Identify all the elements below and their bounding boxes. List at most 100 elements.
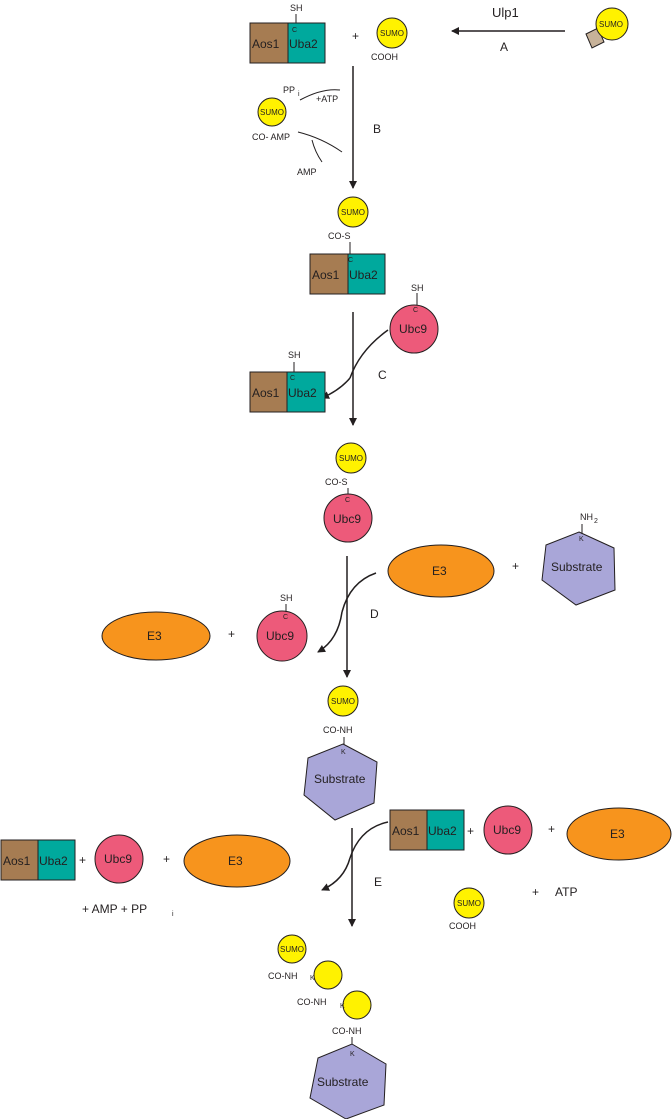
substrate-label: Substrate [551, 560, 603, 574]
e3-released-d: E3 [101, 611, 211, 661]
pp-subscript: i [298, 91, 300, 98]
poly-sumoylated-substrate: SUMO CO-NH K CO-NH K CO-NH Substrate K [268, 934, 387, 1119]
pp-subscript: i [172, 911, 174, 918]
e3-label: E3 [228, 854, 243, 868]
plus-sign: + [548, 822, 555, 836]
ubc9-released-d: Ubc9 SH C [256, 593, 308, 662]
lysine-label: K [579, 536, 584, 543]
step-b-label: B [373, 122, 381, 136]
thiol-label: SH [290, 3, 303, 13]
sumo-amp-intermediate: SUMO CO- AMP AMP [252, 97, 343, 177]
sumo-label: SUMO [331, 697, 355, 706]
amine-label: NH [580, 512, 593, 522]
sumo-label: SUMO [380, 29, 404, 38]
ubc9-label: Ubc9 [493, 823, 521, 837]
e3-input-e: E3 [566, 807, 672, 861]
co-s-label: CO-S [325, 477, 348, 487]
atp-label: ATP [555, 885, 577, 899]
substrate-label: Substrate [317, 1075, 369, 1089]
co-amp-label: CO- AMP [252, 132, 290, 142]
arrow-c-side [321, 377, 351, 399]
lysine-label: K [350, 1051, 355, 1058]
arrow-e-side [321, 857, 351, 891]
substrate-free: Substrate NH 2 K [541, 512, 616, 606]
plus-sign: + [79, 853, 86, 867]
ubc9-label: Ubc9 [266, 629, 294, 643]
uba2-label: Uba2 [288, 386, 317, 400]
uba2-label: Uba2 [39, 854, 68, 868]
aos1-label: Aos1 [252, 386, 280, 400]
ubc9-output-e: Ubc9 [94, 834, 144, 884]
cooh-label: COOH [449, 921, 476, 931]
lysine-label: K [310, 975, 315, 982]
plus-sign: + [228, 627, 235, 641]
cysteine-label: C [345, 497, 350, 504]
uba2-label: Uba2 [428, 824, 457, 838]
ubc9-label: Ubc9 [333, 512, 361, 526]
aos1-label: Aos1 [312, 268, 340, 282]
sumo-mature: SUMO COOH [371, 17, 408, 62]
thiol-label: SH [288, 350, 301, 360]
uba2-label: Uba2 [349, 268, 378, 282]
sumo-ubc9-thioester: SUMO CO-S Ubc9 C [323, 442, 373, 543]
ulp1-label: Ulp1 [492, 5, 519, 20]
lysine-label: K [340, 1003, 345, 1010]
e3-input-d: E3 [387, 544, 495, 598]
sumo-label: SUMO [260, 108, 284, 117]
arrow-d-side [317, 611, 343, 653]
mono-sumoylated-substrate: SUMO CO-NH Substrate K [303, 685, 378, 821]
co-s-label: CO-S [328, 231, 351, 241]
ubc9-label: Ubc9 [399, 322, 427, 336]
cysteine-label: C [413, 307, 418, 314]
ubc9-label: Ubc9 [104, 852, 132, 866]
plus-sign: + [467, 824, 474, 838]
atp-plus-label: +ATP [316, 94, 338, 104]
thiol-label: SH [411, 283, 424, 293]
step-c-label: C [378, 368, 387, 382]
e3-output-e: E3 [183, 834, 291, 888]
uba2-label: Uba2 [289, 37, 318, 51]
aos1-label: Aos1 [252, 37, 280, 51]
plus-sign: + [163, 852, 170, 866]
plus-sign: + [532, 885, 539, 899]
sumo-label: SUMO [339, 454, 363, 463]
cysteine-label: C [292, 27, 297, 34]
substrate-label: Substrate [314, 772, 366, 786]
co-nh-label: CO-NH [268, 971, 298, 981]
e1-heterodimer-output-e: Aos1 Uba2 [0, 839, 76, 881]
cysteine-label: C [348, 257, 353, 264]
amine-subscript: 2 [594, 518, 598, 525]
e3-label: E3 [610, 827, 625, 841]
step-d-label: D [370, 607, 379, 621]
e3-label: E3 [147, 629, 162, 643]
co-nh-label: CO-NH [332, 1026, 362, 1036]
sumo-label: SUMO [457, 899, 481, 908]
aos1-label: Aos1 [3, 854, 31, 868]
e1-heterodimer-input-e: Aos1 Uba2 [389, 809, 465, 851]
step-e-label: E [374, 875, 382, 889]
cysteine-label: C [290, 375, 295, 382]
co-nh-label: CO-NH [297, 997, 327, 1007]
co-nh-label: CO-NH [323, 725, 353, 735]
ubc9-input-e: Ubc9 [483, 805, 533, 855]
cooh-label: COOH [371, 52, 398, 62]
plus-sign: + [512, 559, 519, 573]
e1-heterodimer-top: Aos1 Uba2 SH C [249, 3, 326, 64]
e1-heterodimer-released: Aos1 Uba2 SH C [249, 350, 326, 413]
amp-label: AMP [297, 167, 317, 177]
byproducts-label: + AMP + PP [82, 902, 147, 916]
sumo-label: SUMO [280, 945, 304, 954]
sumo-label: SUMO [341, 208, 365, 217]
lysine-label: K [341, 749, 346, 756]
ubc9-free-c: Ubc9 SH C [389, 283, 439, 354]
sumo-label: SUMO [599, 20, 623, 29]
plus-sign: + [352, 29, 359, 43]
sumo-input-e: SUMO COOH [449, 887, 485, 931]
sumo-precursor: SUMO [585, 7, 629, 49]
pp-label: PP [283, 85, 295, 95]
step-a-label: A [500, 40, 508, 54]
e3-label: E3 [432, 564, 447, 578]
atp-input: PP i +ATP [283, 85, 341, 104]
aos1-label: Aos1 [392, 824, 420, 838]
